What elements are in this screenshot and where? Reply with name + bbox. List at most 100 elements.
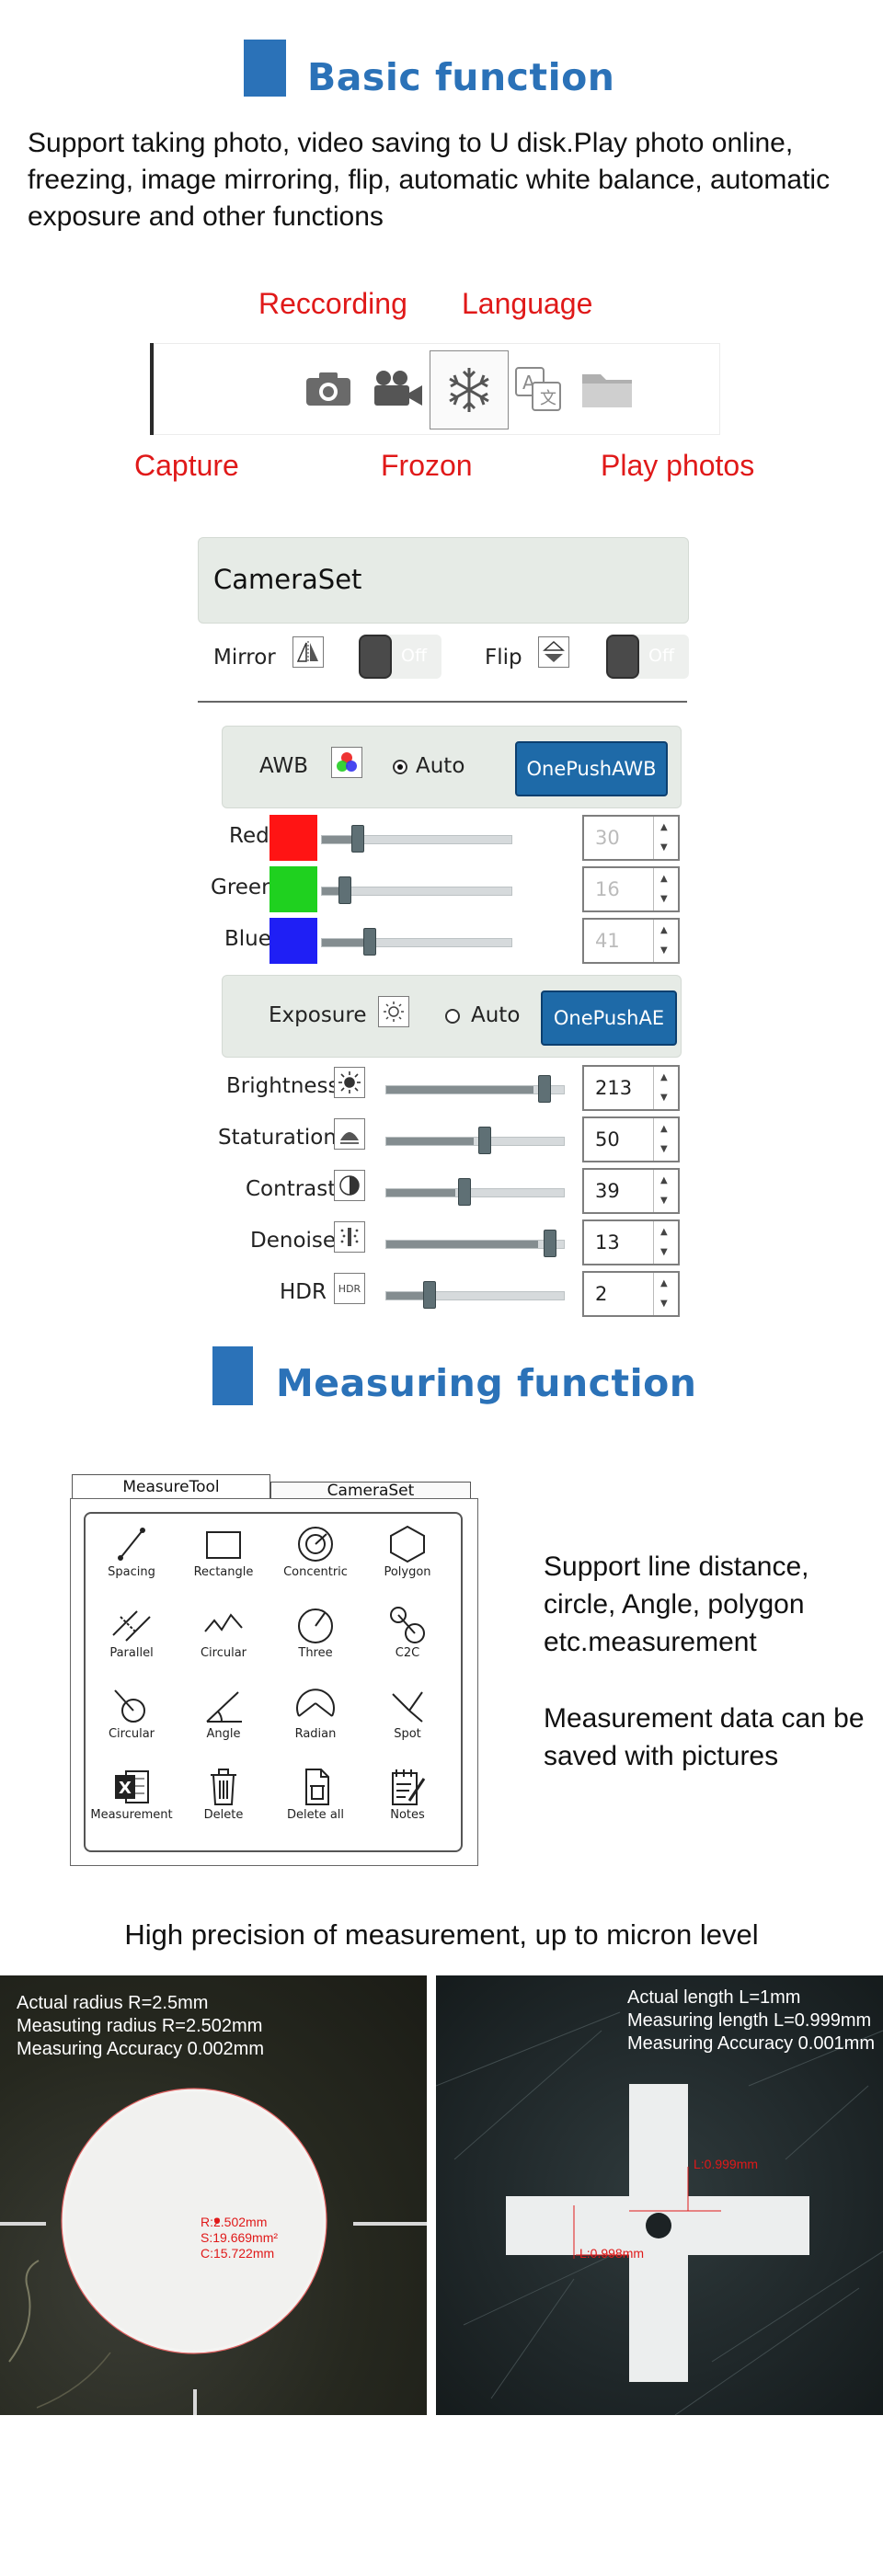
measuring-function-title: Measuring function — [276, 1361, 697, 1405]
tool-rectangle[interactable]: Rectangle — [179, 1523, 268, 1604]
tab-camera-set[interactable]: CameraSet — [270, 1482, 471, 1500]
circle-sample-image — [0, 2088, 427, 2415]
awb-auto-radio[interactable] — [393, 760, 407, 774]
exposure-icon — [378, 996, 409, 1027]
tool-grid: Spacing Rectangle Concentric Polygon Par… — [84, 1512, 463, 1852]
panel-divider — [198, 701, 687, 703]
red-slider-track[interactable] — [321, 835, 512, 844]
red-slider-thumb[interactable] — [351, 825, 364, 853]
denoise-slider-thumb[interactable] — [544, 1230, 556, 1257]
radian-icon — [296, 1689, 335, 1717]
tool-polygon[interactable]: Polygon — [363, 1523, 452, 1604]
tool-three[interactable]: Three — [271, 1604, 360, 1685]
translate-icon: A 文 — [515, 367, 561, 411]
brightness-slider-track[interactable] — [385, 1085, 565, 1094]
blue-slider-track[interactable] — [321, 938, 512, 947]
frozon-button[interactable] — [430, 350, 509, 429]
three-point-circle-icon — [298, 1609, 333, 1643]
tool-circular-1[interactable]: Circular — [179, 1604, 268, 1685]
red-value-spinbox[interactable]: 30 ▲▼ — [582, 815, 680, 861]
video-camera-icon — [374, 371, 422, 406]
exposure-auto-radio[interactable] — [445, 1009, 460, 1024]
brightness-label: Brightness — [226, 1074, 339, 1098]
tool-angle[interactable]: Angle — [179, 1685, 268, 1766]
record-button[interactable] — [360, 350, 437, 428]
cross-sample-image — [436, 2011, 883, 2415]
hdr-value-spinbox[interactable]: 2 ▲▼ — [582, 1271, 680, 1317]
one-push-ae-button[interactable]: OnePushAE — [541, 990, 677, 1046]
camera-icon — [306, 372, 350, 406]
tab-measure-tool[interactable]: MeasureTool — [72, 1474, 270, 1499]
green-value-spinbox[interactable]: 16 ▲▼ — [582, 866, 680, 912]
contrast-icon — [334, 1170, 365, 1201]
green-label: Green — [211, 876, 275, 899]
tool-radian[interactable]: Radian — [271, 1685, 360, 1766]
circle-radius-value: R:2.502mm — [201, 2215, 268, 2229]
notes-icon — [392, 1769, 426, 1805]
language-button[interactable]: A 文 — [499, 350, 577, 428]
circle-info-line-2: Measuting radius R=2.502mm — [17, 2016, 263, 2036]
rectangle-icon — [206, 1531, 241, 1559]
spacing-icon — [118, 1528, 145, 1561]
tool-measurement[interactable]: X Measurement — [87, 1766, 176, 1847]
blue-slider-thumb[interactable] — [363, 928, 376, 956]
angle-icon — [206, 1691, 242, 1723]
contrast-slider-track[interactable] — [385, 1188, 565, 1197]
flip-toggle[interactable]: Off — [606, 635, 689, 679]
contrast-value-spinbox[interactable]: 39 ▲▼ — [582, 1168, 680, 1214]
tool-concentric[interactable]: Concentric — [271, 1523, 360, 1604]
basic-description: Support taking photo, video saving to U … — [28, 128, 831, 232]
tool-spacing[interactable]: Spacing — [87, 1523, 176, 1604]
green-slider-track[interactable] — [321, 887, 512, 896]
hdr-slider-thumb[interactable] — [423, 1281, 436, 1309]
cross-info-line-1: Actual length L=1mm — [627, 1987, 801, 2008]
saturation-value-spinbox[interactable]: 50 ▲▼ — [582, 1116, 680, 1162]
cross-horizontal-length: L:0.999mm — [694, 2157, 759, 2171]
folder-icon — [582, 374, 632, 407]
trash-icon — [211, 1769, 236, 1805]
capture-button[interactable] — [290, 350, 367, 428]
denoise-value-spinbox[interactable]: 13 ▲▼ — [582, 1219, 680, 1265]
cross-info-line-3: Measuring Accuracy 0.001mm — [627, 2033, 876, 2054]
tool-spot[interactable]: Spot — [363, 1685, 452, 1766]
denoise-slider-track[interactable] — [385, 1240, 565, 1249]
measuring-side-text-2: Measurement data can be saved with pictu… — [544, 1703, 865, 1771]
play-photos-button[interactable] — [569, 350, 647, 428]
spot-icon — [392, 1691, 423, 1723]
section-marker — [244, 40, 286, 97]
tool-parallel[interactable]: Parallel — [87, 1604, 176, 1685]
mirror-label: Mirror — [213, 646, 276, 670]
circle-area-value: S:19.669mm² — [201, 2230, 279, 2245]
polygon-icon — [390, 1525, 425, 1563]
contrast-slider-thumb[interactable] — [458, 1178, 471, 1206]
camera-set-header: CameraSet — [198, 537, 689, 624]
denoise-label: Denoise — [250, 1229, 337, 1253]
green-swatch — [269, 866, 317, 912]
toolbar: A 文 — [150, 343, 720, 435]
tool-delete-all[interactable]: Delete all — [271, 1766, 360, 1847]
saturation-slider-track[interactable] — [385, 1137, 565, 1146]
tool-delete[interactable]: Delete — [179, 1766, 268, 1847]
flip-label: Flip — [485, 646, 522, 670]
cross-info-line-2: Measuring length L=0.999mm — [627, 2010, 872, 2031]
tool-c2c[interactable]: C2C — [363, 1604, 452, 1685]
label-capture: Capture — [134, 449, 239, 482]
tool-circular-2[interactable]: Circular — [87, 1685, 176, 1766]
green-slider-thumb[interactable] — [338, 876, 351, 904]
precision-caption: High precision of measurement, up to mic… — [124, 1918, 759, 1951]
label-recording: Reccording — [258, 287, 407, 320]
one-push-awb-button[interactable]: OnePushAWB — [515, 741, 668, 796]
cross-vertical-length: L:0.998mm — [579, 2246, 645, 2261]
brightness-slider-thumb[interactable] — [538, 1075, 551, 1103]
label-play-photos: Play photos — [601, 449, 755, 482]
brightness-value-spinbox[interactable]: 213 ▲▼ — [582, 1065, 680, 1111]
tool-notes[interactable]: Notes — [363, 1766, 452, 1847]
mirror-toggle[interactable]: Off — [359, 635, 442, 679]
circle-circumference-value: C:15.722mm — [201, 2246, 275, 2261]
blue-value-spinbox[interactable]: 41 ▲▼ — [582, 918, 680, 964]
brightness-icon — [334, 1067, 365, 1098]
hdr-slider-track[interactable] — [385, 1291, 565, 1300]
delete-all-icon — [305, 1769, 329, 1805]
svg-text:X: X — [119, 1779, 132, 1798]
saturation-slider-thumb[interactable] — [478, 1127, 491, 1154]
